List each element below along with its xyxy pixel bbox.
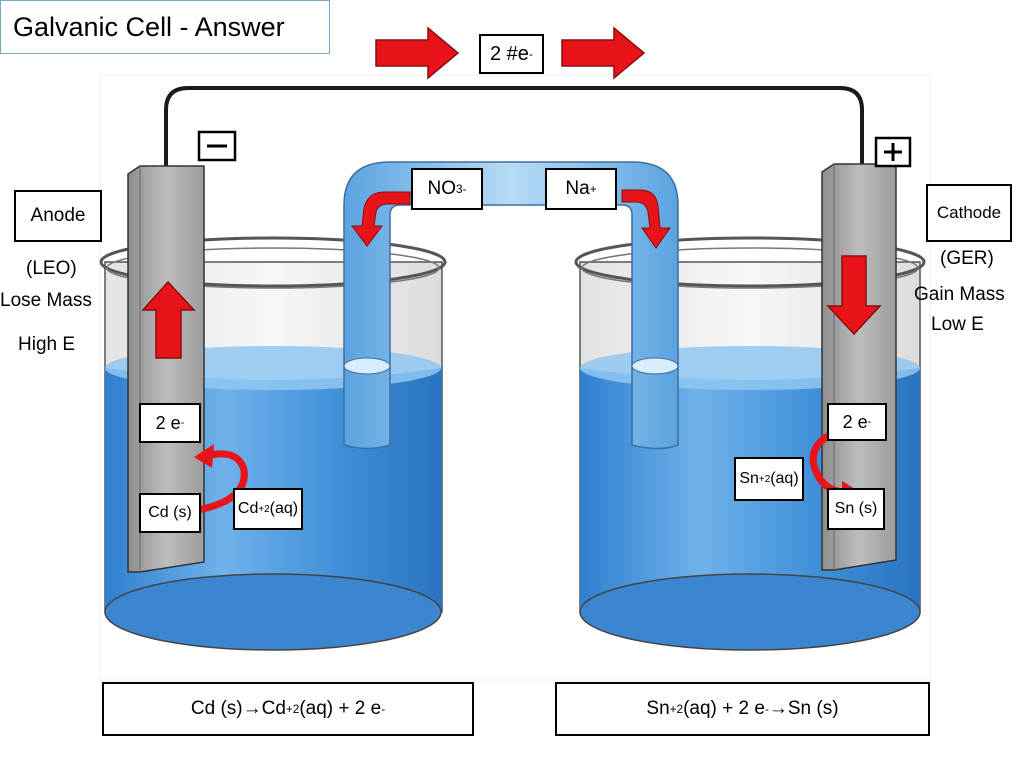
anode-solid-label: Cd (s) (139, 493, 201, 533)
electron-flow-arrow-left (375, 26, 460, 80)
cathode-mnemonic: (GER) (940, 248, 994, 269)
cathode-label: Cathode (926, 184, 1012, 242)
anode-oxidation-arrow (197, 450, 248, 514)
page-title: Galvanic Cell - Answer (0, 0, 330, 54)
cathode-energy: Low E (931, 314, 984, 335)
anion-flow-arrow (351, 191, 411, 247)
anode-half-reaction: Cd (s) → Cd+2 (aq) + 2 e- (102, 682, 474, 736)
anode-mass-change: Lose Mass (0, 290, 92, 311)
anode-mnemonic: (LEO) (26, 258, 77, 279)
cation-flow-arrow (621, 189, 671, 249)
electron-flow-label: 2 #e- (479, 34, 544, 74)
cathode-electrons-label: 2 e- (827, 403, 887, 441)
anode-label: Anode (14, 190, 102, 242)
external-wire (164, 86, 864, 170)
electron-flow-arrow-right (561, 26, 646, 80)
cathode-ion-label: Sn+2 (aq) (734, 457, 804, 501)
anode-electrons-label: 2 e- (139, 403, 201, 443)
cathode-solid-label: Sn (s) (827, 488, 885, 530)
anode-energy: High E (18, 334, 76, 355)
anode-mass-loss-arrow (141, 280, 196, 359)
cathode-mass-gain-arrow (826, 255, 882, 336)
anode-ion-label: Cd+2 (aq) (233, 488, 303, 530)
cathode-mass-change: Gain Mass (914, 284, 1005, 305)
salt-bridge-cation-label: Na+ (545, 168, 617, 210)
cathode-half-reaction: Sn+2 (aq) + 2 e-→ Sn (s) (555, 682, 930, 736)
